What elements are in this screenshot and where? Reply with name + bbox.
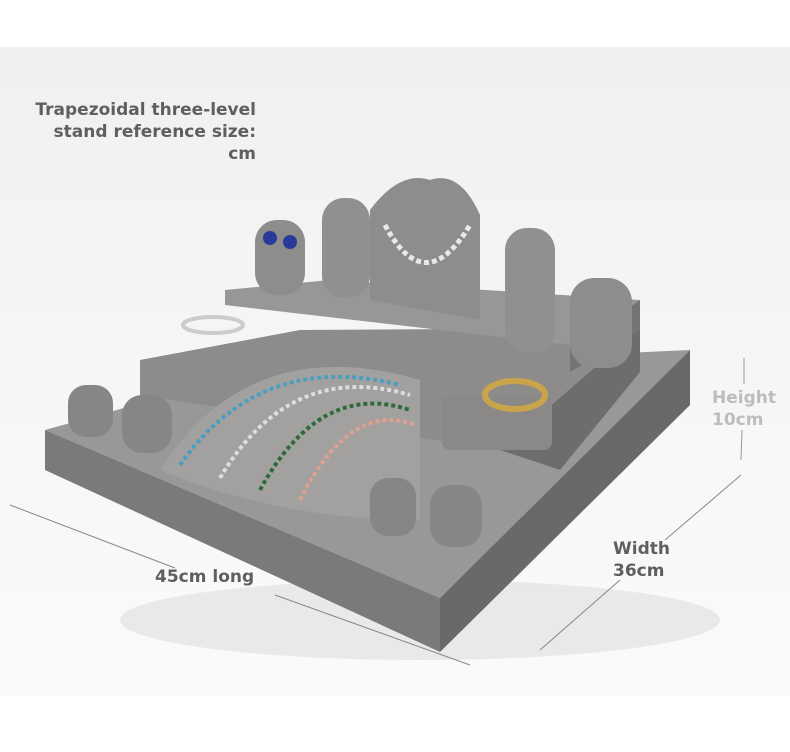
caption-line: cm — [228, 144, 256, 164]
ring-holder — [370, 478, 416, 536]
earring-stand — [255, 220, 305, 295]
width-line-top — [664, 474, 742, 541]
earring-stand — [570, 278, 632, 368]
caption-line: Trapezoidal three-level — [35, 100, 256, 120]
ring-holder — [122, 395, 172, 453]
length-line-left — [9, 504, 176, 569]
length-line-right — [274, 594, 471, 666]
height-dimension: Height 10cm — [712, 387, 776, 431]
base-side — [440, 350, 690, 652]
width-label: Width — [613, 539, 670, 559]
necklace — [382, 223, 473, 265]
pendant-stand — [505, 228, 555, 353]
ring-holder — [68, 385, 113, 437]
gold-bangle — [482, 378, 548, 412]
bracelet-arch — [160, 366, 420, 520]
height-label: Height — [712, 388, 776, 408]
necklace-bust — [370, 178, 480, 320]
width-dimension: Width 36cm — [613, 538, 670, 582]
width-line-bottom — [539, 579, 621, 651]
pendant-stand — [322, 198, 370, 298]
sapphire-earring — [283, 235, 297, 249]
base-front — [45, 430, 440, 652]
ring-holder — [430, 485, 482, 547]
reference-size-caption: Trapezoidal three-level stand reference … — [0, 99, 256, 165]
height-line-bottom — [740, 429, 743, 461]
pink-bracelet — [298, 418, 416, 501]
width-value: 36cm — [613, 561, 665, 581]
silver-bracelet — [218, 385, 411, 480]
sapphire-earring — [263, 231, 277, 245]
height-value: 10cm — [712, 410, 764, 430]
green-bracelet — [258, 401, 411, 491]
length-dimension: 45cm long — [155, 567, 255, 587]
silver-bangle — [181, 315, 245, 335]
caption-line: stand reference size: — [53, 122, 256, 142]
